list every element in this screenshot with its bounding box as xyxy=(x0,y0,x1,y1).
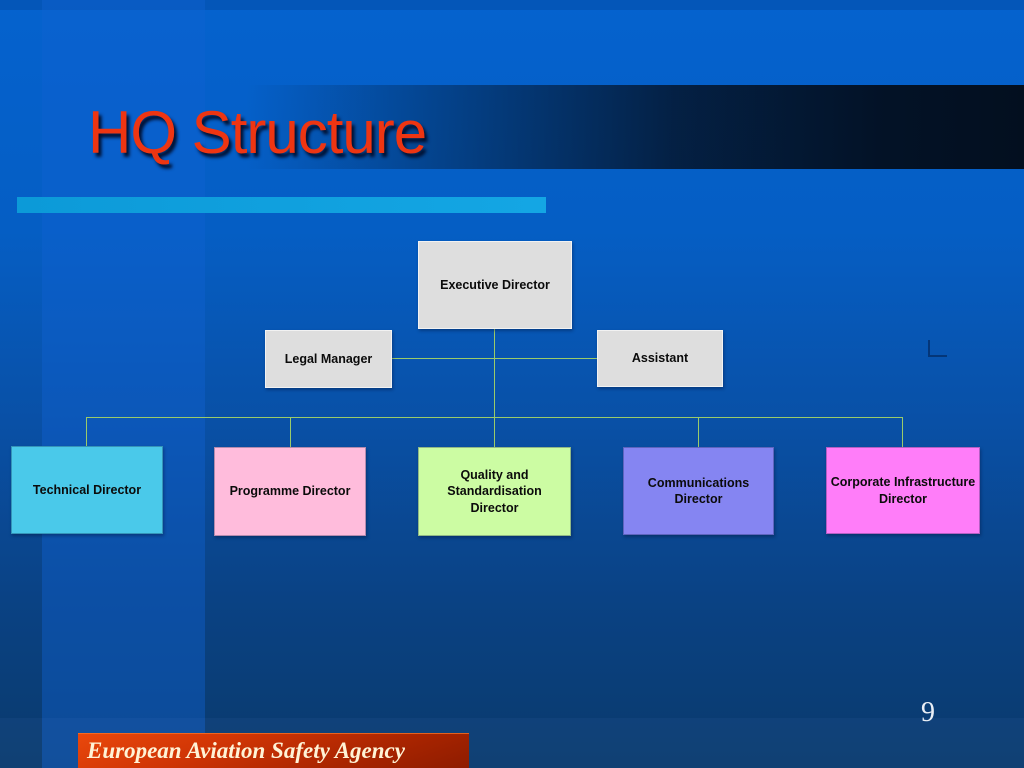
node-communications-director-label: Communications Director xyxy=(647,475,750,506)
footer-banner: European Aviation Safety Agency xyxy=(78,733,469,768)
node-quality-standardisation-director-label: Quality and Standardisation Director xyxy=(447,468,542,515)
page-number: 9 xyxy=(921,697,935,728)
node-programme-director: Programme Director xyxy=(214,447,366,536)
connector-drop-corporate xyxy=(902,418,903,447)
connector-bus-horizontal xyxy=(86,417,903,418)
node-corporate-infrastructure-director-label: Corporate Infrastructure Director xyxy=(830,475,976,506)
node-assistant: Assistant xyxy=(597,330,723,387)
node-executive-director-label: Executive Director xyxy=(440,277,550,292)
top-edge-shade xyxy=(0,0,1024,10)
node-technical-director-label: Technical Director xyxy=(32,482,142,497)
node-assistant-label: Assistant xyxy=(631,351,689,366)
node-executive-director: Executive Director xyxy=(418,241,572,329)
accent-bar xyxy=(17,197,546,213)
connector-drop-communications xyxy=(698,418,699,447)
node-legal-manager: Legal Manager xyxy=(265,330,392,388)
page-title: HQ Structure xyxy=(88,99,427,166)
connector-drop-quality xyxy=(494,418,495,447)
footer-banner-label: European Aviation Safety Agency xyxy=(87,738,405,763)
node-corporate-infrastructure-director: Corporate Infrastructure Director xyxy=(826,447,980,534)
corner-mark xyxy=(928,340,947,357)
connector-drop-technical xyxy=(86,418,87,447)
node-quality-standardisation-director: Quality and Standardisation Director xyxy=(418,447,571,536)
node-technical-director: Technical Director xyxy=(11,446,163,534)
connector-legal-assistant xyxy=(392,358,597,359)
connector-executive-vertical xyxy=(494,328,495,418)
node-programme-director-label: Programme Director xyxy=(229,484,351,499)
title-band xyxy=(0,85,1024,169)
connector-drop-programme xyxy=(290,418,291,447)
node-communications-director: Communications Director xyxy=(623,447,774,535)
node-legal-manager-label: Legal Manager xyxy=(284,351,373,366)
